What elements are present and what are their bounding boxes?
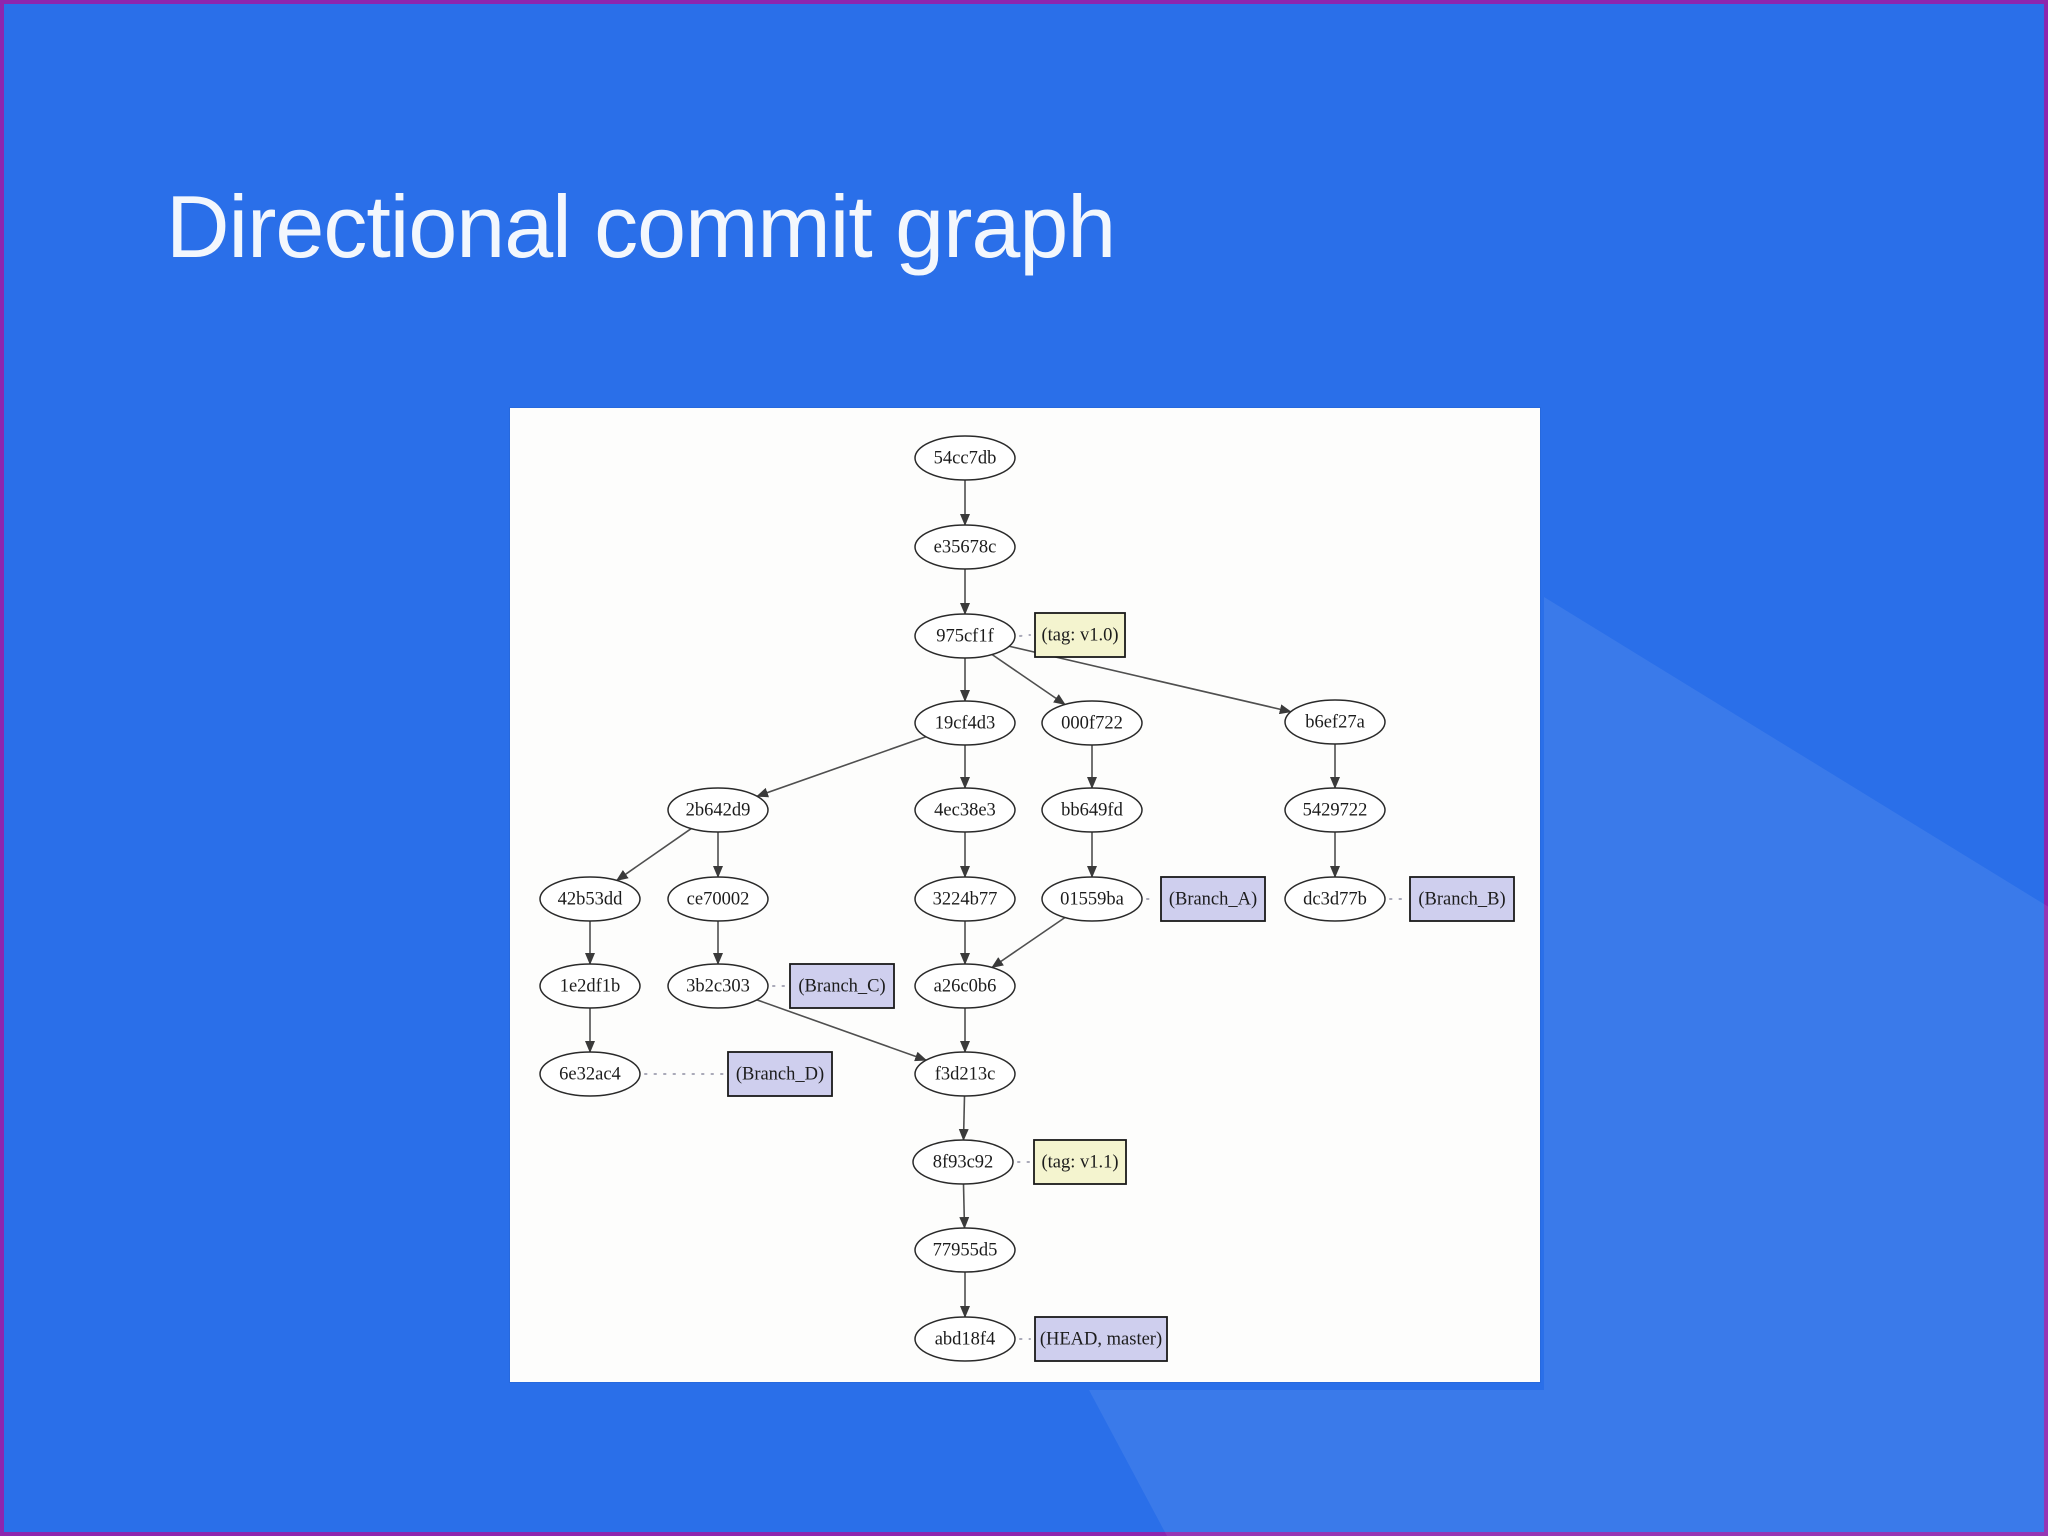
sheen-bottom-triangle [1089, 1390, 1544, 1536]
commit-label-3224b77: 3224b77 [933, 889, 998, 909]
commit-node-f3d213c [914, 1051, 1016, 1097]
commit-node-b6ef27a [1284, 699, 1386, 745]
commit-label-5429722: 5429722 [1303, 800, 1368, 820]
dotted-links-layer [644, 634, 1406, 1340]
commit-label-a26c0b6: a26c0b6 [934, 976, 997, 996]
sheen-right-triangle [1544, 597, 2048, 1536]
labels-layer: (tag: v1.0) (Branch_A) (Branch_B) (Branch_C… [727, 612, 1515, 1362]
commit-node-a26c0b6 [914, 963, 1016, 1009]
commit-label-77955d5: 77955d5 [933, 1240, 998, 1260]
branch-box-label-head_master: (HEAD, master) [1040, 1329, 1162, 1349]
commit-label-abd18f4: abd18f4 [935, 1329, 996, 1349]
branch-box-label-branch_D: (Branch_D) [736, 1064, 824, 1084]
branch-box-head_master [1034, 1316, 1168, 1362]
commit-label-975cf1f: 975cf1f [936, 626, 994, 646]
branch-box-branch_A [1160, 876, 1266, 922]
commit-node-01559ba [1041, 876, 1143, 922]
edge-975cf1f-to-000f722 [991, 653, 1066, 706]
dotted-link-975cf1f-to-tag_v10 [1019, 634, 1031, 637]
edge-8f93c92-to-77955d5 [959, 1183, 970, 1230]
commit-node-dc3d77b [1284, 876, 1386, 922]
commit-node-abd18f4 [914, 1316, 1016, 1362]
commit-graph-svg: 54cc7db e35678c 975cf1f 19cf4d3 000f722 b6ef2… [539, 435, 1515, 1362]
commit-node-1e2df1b [539, 963, 641, 1009]
commit-node-4ec38e3 [914, 787, 1016, 833]
edges-layer [585, 480, 1340, 1318]
edge-2b642d9-to-42b53dd [615, 827, 692, 882]
commit-label-ce70002: ce70002 [687, 889, 750, 909]
commit-label-6e32ac4: 6e32ac4 [559, 1064, 621, 1084]
slide-title: Directional commit graph [166, 177, 1116, 276]
commit-node-3224b77 [914, 876, 1016, 922]
commit-label-01559ba: 01559ba [1060, 889, 1124, 909]
commit-label-bb649fd: bb649fd [1061, 800, 1123, 820]
branch-box-branch_C [789, 963, 895, 1009]
branch-box-label-branch_C: (Branch_C) [798, 976, 885, 996]
edge-19cf4d3-to-2b642d9 [756, 735, 927, 798]
commit-node-bb649fd [1041, 787, 1143, 833]
branch-box-branch_B [1409, 876, 1515, 922]
edge-3b2c303-to-f3d213c [756, 999, 928, 1062]
tag-box-tag_v11 [1033, 1139, 1127, 1185]
commit-node-000f722 [1041, 700, 1143, 746]
edge-01559ba-to-a26c0b6 [991, 916, 1066, 969]
commit-label-1e2df1b: 1e2df1b [560, 976, 621, 996]
commit-node-5429722 [1284, 787, 1386, 833]
commit-node-975cf1f [914, 613, 1016, 659]
branch-box-label-branch_B: (Branch_B) [1418, 889, 1505, 909]
commit-graph-panel: 54cc7db e35678c 975cf1f 19cf4d3 000f722 b6ef2… [510, 408, 1540, 1382]
commit-label-dc3d77b: dc3d77b [1303, 889, 1367, 909]
commit-node-6e32ac4 [539, 1051, 641, 1097]
branch-box-branch_D [727, 1051, 833, 1097]
commit-node-e35678c [914, 524, 1016, 570]
tag-box-label-tag_v10: (tag: v1.0) [1041, 625, 1118, 645]
commit-node-2b642d9 [667, 787, 769, 833]
commit-node-54cc7db [914, 435, 1016, 481]
tag-box-label-tag_v11: (tag: v1.1) [1041, 1152, 1118, 1172]
commit-label-2b642d9: 2b642d9 [686, 800, 751, 820]
commit-label-19cf4d3: 19cf4d3 [935, 713, 996, 733]
commit-node-42b53dd [539, 876, 641, 922]
commit-label-8f93c92: 8f93c92 [933, 1152, 994, 1172]
commit-node-ce70002 [667, 876, 769, 922]
commit-label-3b2c303: 3b2c303 [686, 976, 750, 996]
commit-label-e35678c: e35678c [934, 537, 997, 557]
commit-node-8f93c92 [912, 1139, 1014, 1185]
commit-label-54cc7db: 54cc7db [934, 448, 997, 468]
commit-label-000f722: 000f722 [1061, 713, 1123, 733]
nodes-layer: 54cc7db e35678c 975cf1f 19cf4d3 000f722 b6ef2… [539, 435, 1386, 1362]
tag-box-tag_v10 [1034, 612, 1126, 658]
commit-label-b6ef27a: b6ef27a [1305, 712, 1365, 732]
commit-label-f3d213c: f3d213c [935, 1064, 996, 1084]
commit-label-4ec38e3: 4ec38e3 [934, 800, 996, 820]
edge-f3d213c-to-8f93c92 [958, 1095, 969, 1142]
branch-box-label-branch_A: (Branch_A) [1169, 889, 1257, 909]
commit-node-19cf4d3 [914, 700, 1016, 746]
commit-node-3b2c303 [667, 963, 769, 1009]
commit-node-77955d5 [914, 1227, 1016, 1273]
commit-label-42b53dd: 42b53dd [558, 889, 624, 909]
